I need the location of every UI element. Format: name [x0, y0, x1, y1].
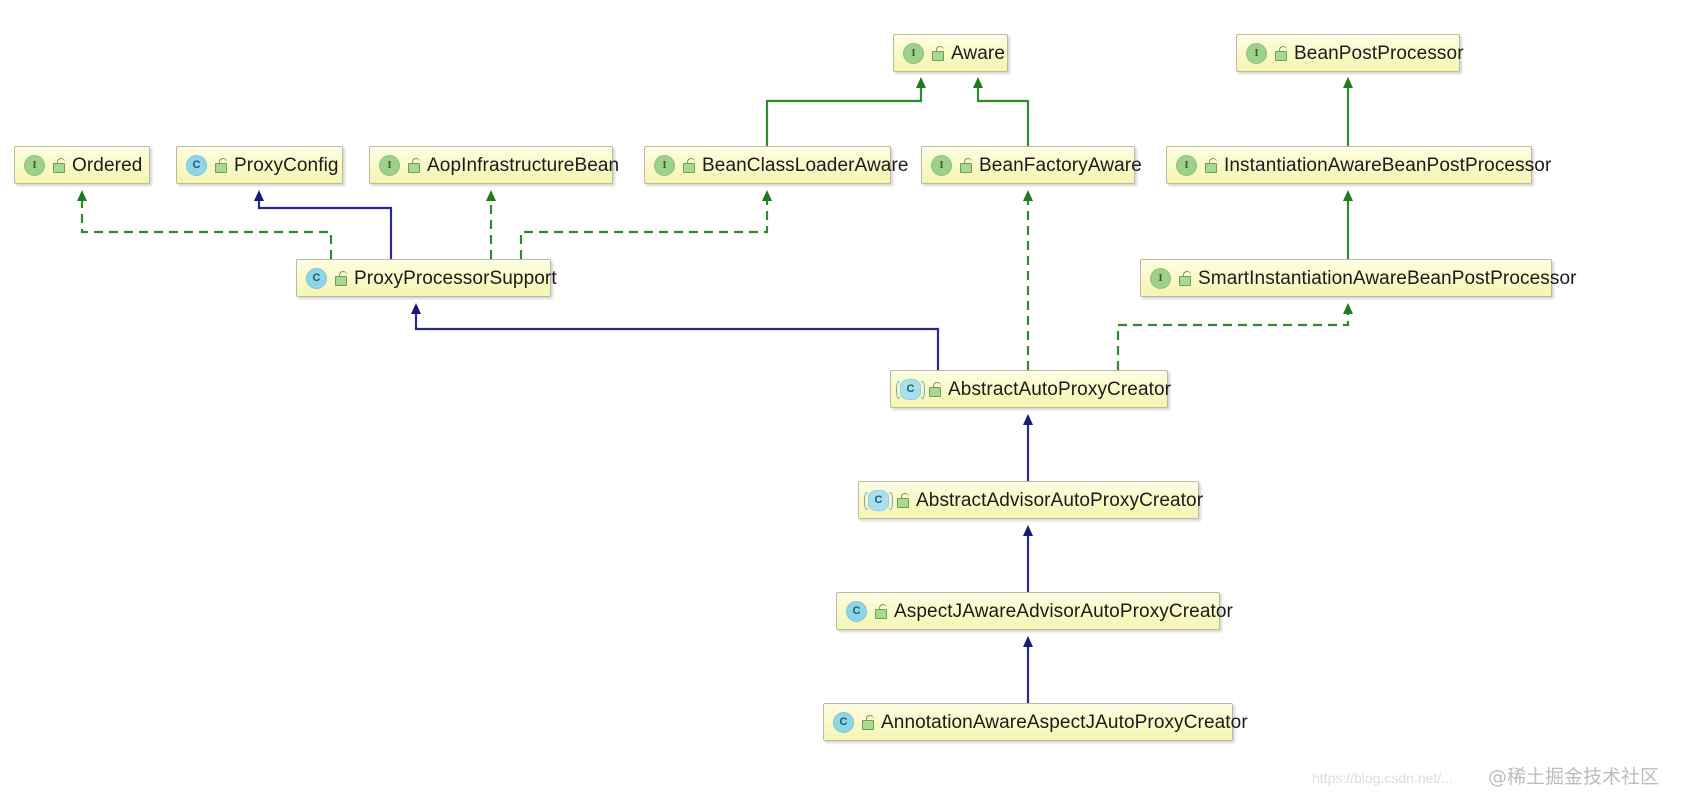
interface-icon: I — [903, 42, 924, 64]
interface-icon: I — [1150, 267, 1171, 289]
uml-node-label: AspectJAwareAdvisorAutoProxyCreator — [894, 600, 1233, 622]
uml-node-annotationaware[interactable]: C AnnotationAwareAspectJAutoProxyCreator — [823, 703, 1248, 741]
edge-abstractautoproxycreator-to-proxyprocessorsupport — [411, 303, 940, 370]
uml-node-label: AnnotationAwareAspectJAutoProxyCreator — [881, 711, 1248, 733]
uml-node-beanpost[interactable]: I BeanPostProcessor — [1236, 34, 1464, 72]
interface-icon: I — [1176, 154, 1197, 176]
unlocked-public-icon — [1178, 270, 1191, 286]
uml-node-label: BeanPostProcessor — [1294, 42, 1464, 64]
uml-node-label: Aware — [951, 42, 1006, 64]
interface-icon: I — [1246, 42, 1267, 64]
uml-node-label: AbstractAdvisorAutoProxyCreator — [916, 489, 1204, 511]
uml-node-proxysupport[interactable]: C ProxyProcessorSupport — [296, 259, 557, 297]
unlocked-public-icon — [334, 270, 347, 286]
unlocked-public-icon — [931, 45, 944, 61]
uml-node-smartinst[interactable]: I SmartInstantiationAwareBeanPostProcesso… — [1140, 259, 1576, 297]
unlocked-public-icon — [896, 492, 909, 508]
uml-node-label: SmartInstantiationAwareBeanPostProcessor — [1198, 267, 1577, 289]
unlocked-public-icon — [52, 157, 65, 173]
interface-icon: I — [379, 154, 400, 176]
class-icon: C — [833, 711, 854, 733]
uml-node-abstractadvisor[interactable]: C AbstractAdvisorAutoProxyCreator — [858, 481, 1203, 519]
unlocked-public-icon — [874, 603, 887, 619]
uml-node-aspectjaware[interactable]: C AspectJAwareAdvisorAutoProxyCreator — [836, 592, 1233, 630]
edge-proxyprocessorsupport-to-proxyconfig — [254, 190, 393, 259]
class-icon: C — [186, 154, 207, 176]
uml-node-label: InstantiationAwareBeanPostProcessor — [1224, 154, 1552, 176]
uml-node-label: AopInfrastructureBean — [427, 154, 620, 176]
class-icon: C — [306, 267, 327, 289]
edge-beanfactoryaware-to-aware — [973, 77, 1030, 146]
edge-beanclassloaderaware-to-aware — [765, 77, 926, 146]
interface-icon: I — [931, 154, 952, 176]
class-icon: C — [846, 600, 867, 622]
unlocked-public-icon — [959, 157, 972, 173]
uml-node-proxyconfig[interactable]: C ProxyConfig — [176, 146, 343, 184]
uml-node-ordered[interactable]: I Ordered — [14, 146, 150, 184]
edge-proxyprocessorsupport-to-beanclassloaderaware — [519, 190, 772, 259]
abstract-class-icon: C — [864, 489, 893, 511]
implements-edges — [77, 77, 1353, 370]
abstract-class-icon: C — [896, 378, 925, 400]
unlocked-public-icon — [1274, 45, 1287, 61]
uml-node-label: ProxyProcessorSupport — [354, 267, 557, 289]
uml-node-instantiation[interactable]: I InstantiationAwareBeanPostProcessor — [1166, 146, 1551, 184]
unlocked-public-icon — [861, 714, 874, 730]
uml-node-abstractauto[interactable]: C AbstractAutoProxyCreator — [890, 370, 1172, 408]
edge-proxyprocessorsupport-to-ordered — [77, 190, 333, 259]
interface-icon: I — [654, 154, 675, 176]
interface-icon: I — [24, 154, 45, 176]
unlocked-public-icon — [928, 381, 941, 397]
uml-node-label: AbstractAutoProxyCreator — [948, 378, 1172, 400]
uml-node-aopinfra[interactable]: I AopInfrastructureBean — [369, 146, 619, 184]
uml-node-label: BeanFactoryAware — [979, 154, 1142, 176]
uml-node-label: Ordered — [72, 154, 143, 176]
watermark-url: https://blog.csdn.net/... — [1312, 770, 1453, 786]
uml-node-label: ProxyConfig — [234, 154, 339, 176]
uml-node-aware[interactable]: I Aware — [893, 34, 1008, 72]
uml-node-label: BeanClassLoaderAware — [702, 154, 909, 176]
uml-node-beanclassloader[interactable]: I BeanClassLoaderAware — [644, 146, 908, 184]
uml-node-beanfactory[interactable]: I BeanFactoryAware — [921, 146, 1142, 184]
edge-abstractautoproxycreator-to-smartinstantiationaware — [1116, 303, 1353, 370]
unlocked-public-icon — [682, 157, 695, 173]
unlocked-public-icon — [407, 157, 420, 173]
unlocked-public-icon — [214, 157, 227, 173]
watermark-community: @稀土掘金技术社区 — [1488, 766, 1660, 788]
unlocked-public-icon — [1204, 157, 1217, 173]
